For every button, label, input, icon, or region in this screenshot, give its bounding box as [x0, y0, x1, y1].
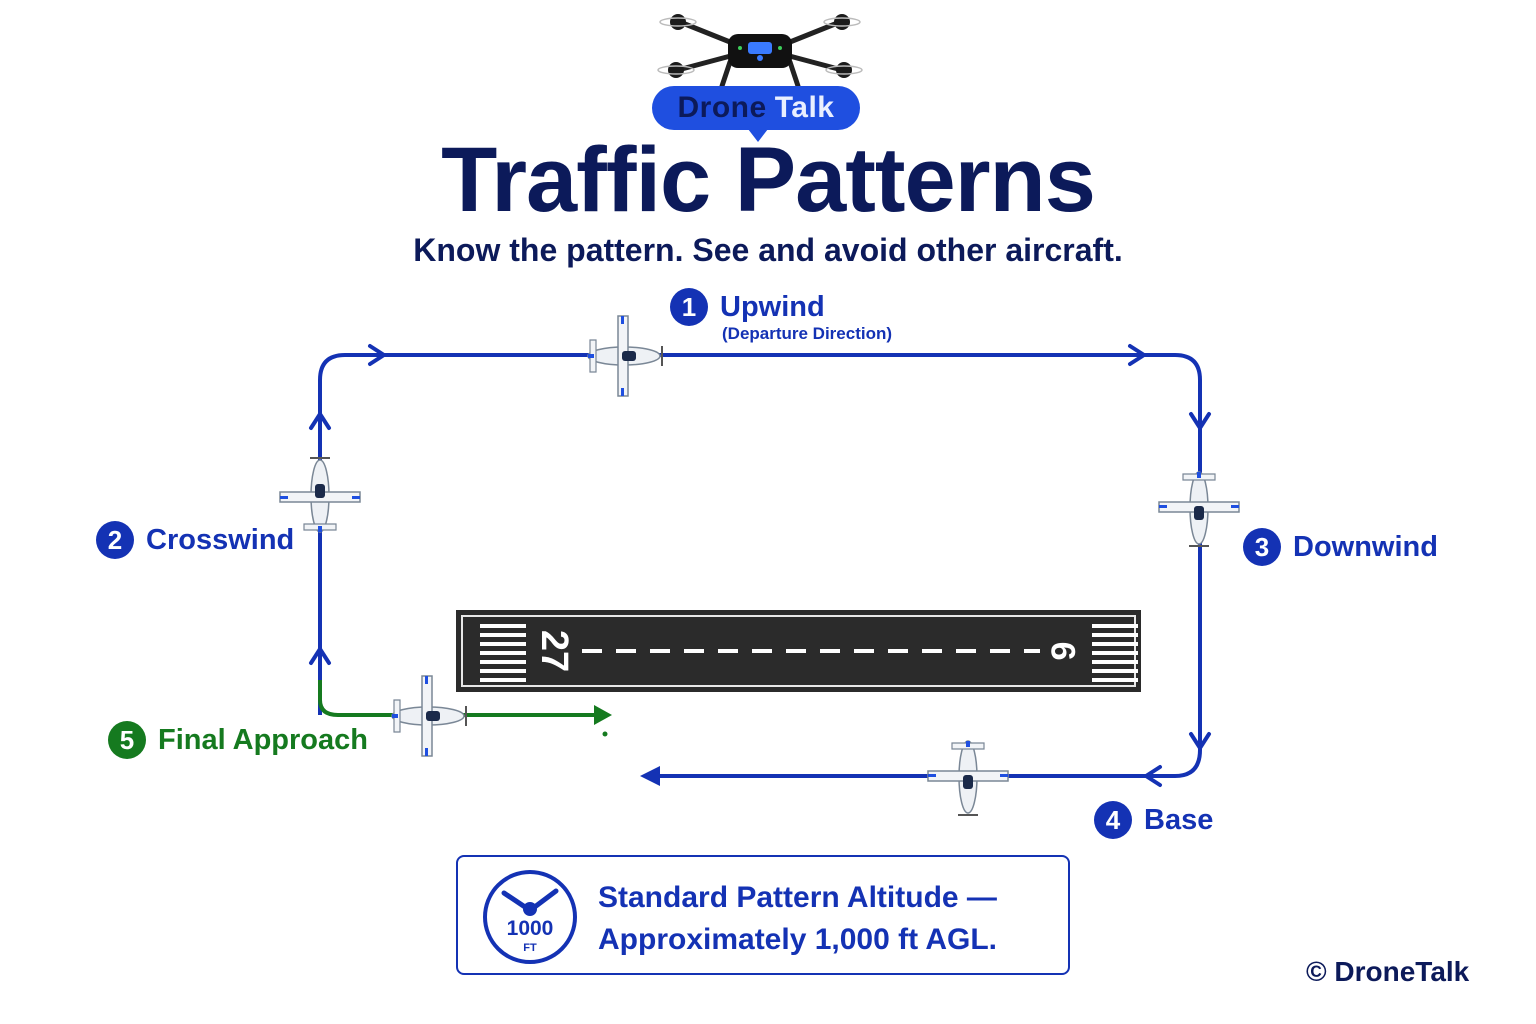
altitude-line-2: Approximately 1,000 ft AGL. [598, 923, 997, 956]
final-approach-path [318, 680, 595, 717]
leg-name: Downwind [1293, 530, 1438, 563]
leg-name: Final Approach [158, 723, 368, 756]
airplane-icon-downwind [1158, 471, 1240, 547]
leg-label-final: 5 Final Approach [108, 721, 368, 759]
altimeter-value: 1000 [507, 917, 554, 940]
arrow-crosswind-bottom [309, 647, 331, 665]
altitude-info-box: 1000 FT Standard Pattern Altitude — Appr… [456, 855, 1070, 975]
leg-number-badge: 5 [108, 721, 146, 759]
drone-logo-icon [657, 14, 863, 89]
altitude-line-1: Standard Pattern Altitude — [598, 881, 997, 914]
brand-name-talk: Talk [774, 91, 835, 124]
leg-label-downwind: 3 Downwind [1243, 528, 1438, 566]
arrow-crosswind-top [309, 412, 331, 430]
arrow-downwind-end [1189, 732, 1211, 750]
leg-name: Upwind [720, 290, 825, 323]
arrow-downwind-start [1189, 412, 1211, 430]
leg-number-badge: 3 [1243, 528, 1281, 566]
page-subtitle: Know the pattern. See and avoid other ai… [413, 232, 1123, 268]
upwind-subtitle: (Departure Direction) [722, 324, 893, 343]
runway-number-27: 27 [533, 630, 575, 672]
pattern-path [318, 353, 1202, 778]
arrow-final-end [594, 705, 612, 725]
leg-number-badge: 2 [96, 521, 134, 559]
leg-label-upwind: 1 Upwind [670, 288, 825, 326]
runway: 27 9 [456, 610, 1141, 692]
leg-name: Base [1144, 803, 1214, 836]
leg-label-base: 4 Base [1094, 801, 1213, 839]
brand-name-drone: Drone [677, 91, 767, 124]
altimeter-gauge-icon: 1000 FT [483, 870, 577, 964]
leg-label-crosswind: 2 Crosswind [96, 521, 294, 559]
final-touchdown-dot [602, 731, 608, 737]
leg-number-badge: 1 [670, 288, 708, 326]
speech-tail [748, 129, 768, 142]
copyright-notice: © DroneTalk [1306, 956, 1470, 987]
arrow-base-corner [1144, 765, 1162, 787]
airplane-icon-base [927, 740, 1009, 816]
page-title: Traffic Patterns [441, 129, 1096, 231]
arrow-upwind-start [368, 344, 386, 366]
arrow-upwind-end [1128, 344, 1146, 366]
runway-number-9: 9 [1045, 642, 1083, 661]
leg-number-badge: 4 [1094, 801, 1132, 839]
airplane-icon-final [391, 675, 467, 757]
leg-name: Crosswind [146, 523, 295, 556]
altitude-text: Standard Pattern Altitude — Approximatel… [598, 877, 997, 961]
altimeter-unit: FT [523, 942, 537, 954]
airplane-icon-upwind [587, 315, 663, 397]
arrow-base-end [640, 766, 660, 786]
